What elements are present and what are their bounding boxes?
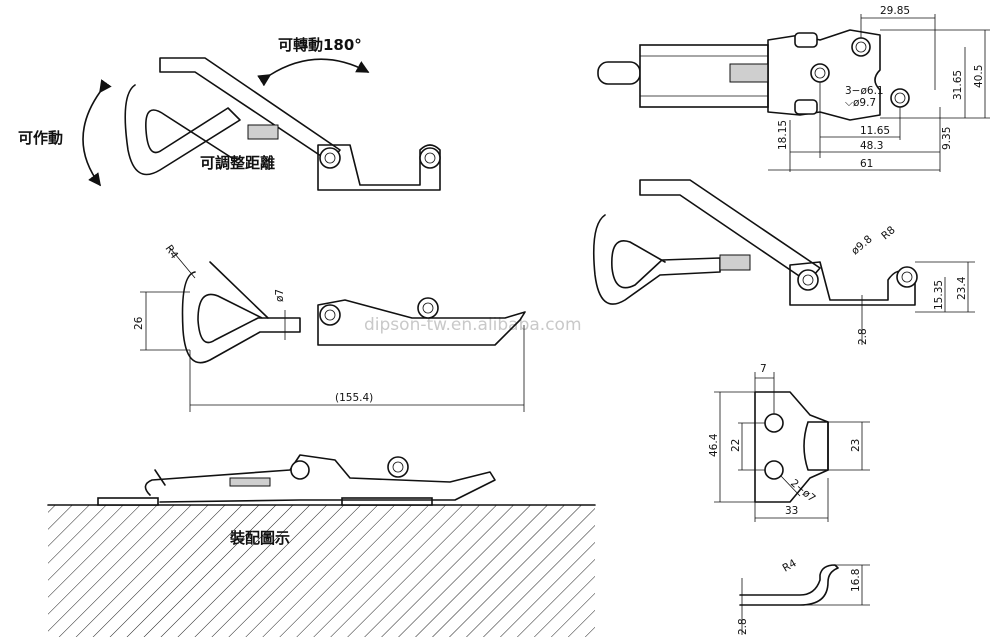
- dim-16-8: 16.8: [850, 569, 862, 592]
- dim-155-4: (155.4): [335, 392, 373, 404]
- dim-11-65: 11.65: [860, 125, 890, 137]
- adjustable-label: 可調整距離: [200, 154, 275, 172]
- assembly-view: 裝配圖示: [47, 454, 596, 637]
- dim-r8: R8: [879, 224, 897, 242]
- front-view: 26 (155.4) R4 ø7: [133, 243, 526, 412]
- dim-23-4: 23.4: [956, 276, 968, 300]
- dim-22: 22: [730, 439, 742, 452]
- dim-33: 33: [785, 505, 798, 517]
- dim-9-35: 9.35: [941, 127, 953, 150]
- dim-46-4: 46.4: [708, 433, 720, 457]
- dim-29-85: 29.85: [880, 5, 910, 17]
- assembly-label: 裝配圖示: [229, 529, 290, 547]
- dim-dia7: ø7: [274, 289, 286, 302]
- operation-view: 可轉動180° 可作動 可調整距離: [18, 36, 441, 191]
- movable-label: 可作動: [18, 129, 63, 147]
- dim-r4-front: R4: [163, 243, 181, 262]
- dim-holes: 2−ø7: [788, 477, 818, 505]
- watermark: dipson-tw.en.alibaba.com: [364, 315, 582, 335]
- dim-18-15: 18.15: [777, 120, 789, 150]
- dim-23: 23: [850, 439, 862, 452]
- dim-r4-catch: R4: [781, 557, 799, 575]
- dim-26: 26: [133, 316, 145, 330]
- rotate-label: 可轉動180°: [278, 36, 362, 54]
- top-view: 29.85 40.5 31.65 11.65 48.3 61 18.15 9.3…: [597, 5, 990, 172]
- base-plate-view: 7 46.4 22 23 33 2−ø7: [708, 363, 870, 522]
- dim-31-65: 31.65: [952, 70, 964, 100]
- dim-2-8-catch: 2.8: [737, 618, 749, 635]
- dim-2-8-side: 2.8: [857, 328, 869, 345]
- dim-40-5: 40.5: [973, 65, 985, 88]
- hole-spec-2: ⌵ø9.7: [845, 97, 876, 109]
- dim-48-3: 48.3: [860, 140, 883, 152]
- side-view: 23.4 15.35 2.8 ø9.8 R8: [592, 179, 975, 345]
- dim-7: 7: [760, 363, 767, 375]
- hole-spec-1: 3−ø6.1: [845, 85, 884, 97]
- dim-15-35: 15.35: [933, 280, 945, 310]
- dim-61: 61: [860, 158, 873, 170]
- dim-dia-9-8: ø9.8: [849, 233, 874, 257]
- catch-plate-view: 16.8 2.8 R4: [737, 557, 870, 635]
